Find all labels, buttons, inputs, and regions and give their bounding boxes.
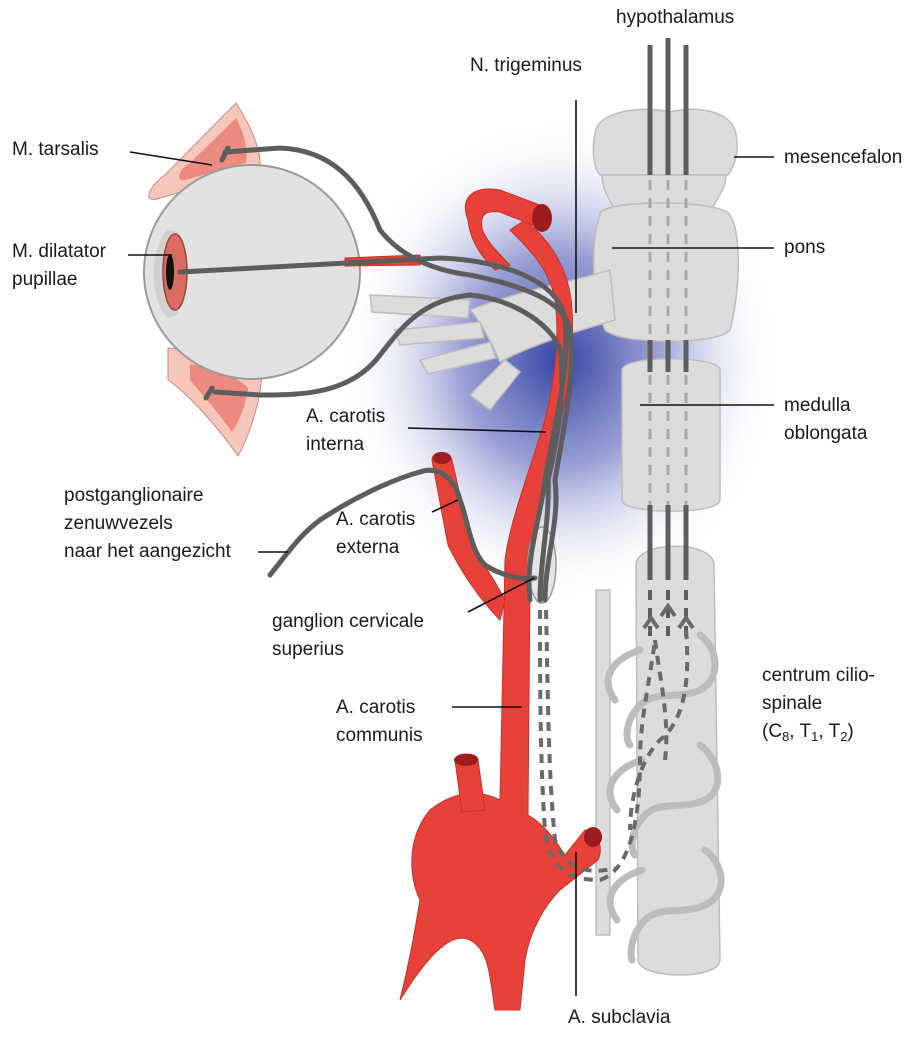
- segment-t1-sub: 1: [811, 729, 818, 744]
- label-m-dilatator-line1: M. dilatator: [12, 240, 106, 264]
- label-centrum-line1: centrum cilio-: [762, 664, 875, 688]
- label-postganglionic-line1: postganglionaire: [64, 484, 203, 508]
- label-mesencefalon: mesencefalon: [784, 146, 902, 170]
- label-n-trigeminus: N. trigeminus: [470, 54, 582, 78]
- segment-c-sub: 8: [782, 729, 789, 744]
- label-a-carotis-communis-line2: communis: [336, 724, 423, 748]
- eyeball: [144, 165, 360, 379]
- label-medulla-line2: oblongata: [784, 422, 867, 446]
- label-a-carotis-interna-line2: interna: [306, 433, 364, 457]
- label-a-carotis-communis-line1: A. carotis: [336, 696, 415, 720]
- label-a-carotis-interna-line1: A. carotis: [306, 405, 385, 429]
- label-centrum-line2: spinale: [762, 692, 822, 716]
- segment-c: C: [768, 721, 782, 742]
- label-a-carotis-externa-line1: A. carotis: [336, 508, 415, 532]
- label-a-subclavia: A. subclavia: [568, 1006, 670, 1030]
- label-postganglionic-line2: zenuwvezels: [64, 512, 173, 536]
- label-a-carotis-externa-line2: externa: [336, 536, 399, 560]
- label-m-dilatator-line2: pupillae: [12, 268, 78, 292]
- label-hypothalamus: hypothalamus: [616, 6, 734, 30]
- label-postganglionic-line3: naar het aangezicht: [64, 540, 231, 564]
- label-ganglion-line2: superius: [272, 638, 344, 662]
- label-centrum-segments: (C8, T1, T2): [762, 720, 854, 744]
- label-pons: pons: [784, 236, 825, 260]
- segment-t2-sub: 2: [840, 729, 847, 744]
- label-medulla-line1: medulla: [784, 394, 851, 418]
- segment-t2: T: [829, 721, 841, 742]
- segment-t1: T: [800, 721, 812, 742]
- label-ganglion-line1: ganglion cervicale: [272, 610, 424, 634]
- label-m-tarsalis: M. tarsalis: [12, 138, 99, 162]
